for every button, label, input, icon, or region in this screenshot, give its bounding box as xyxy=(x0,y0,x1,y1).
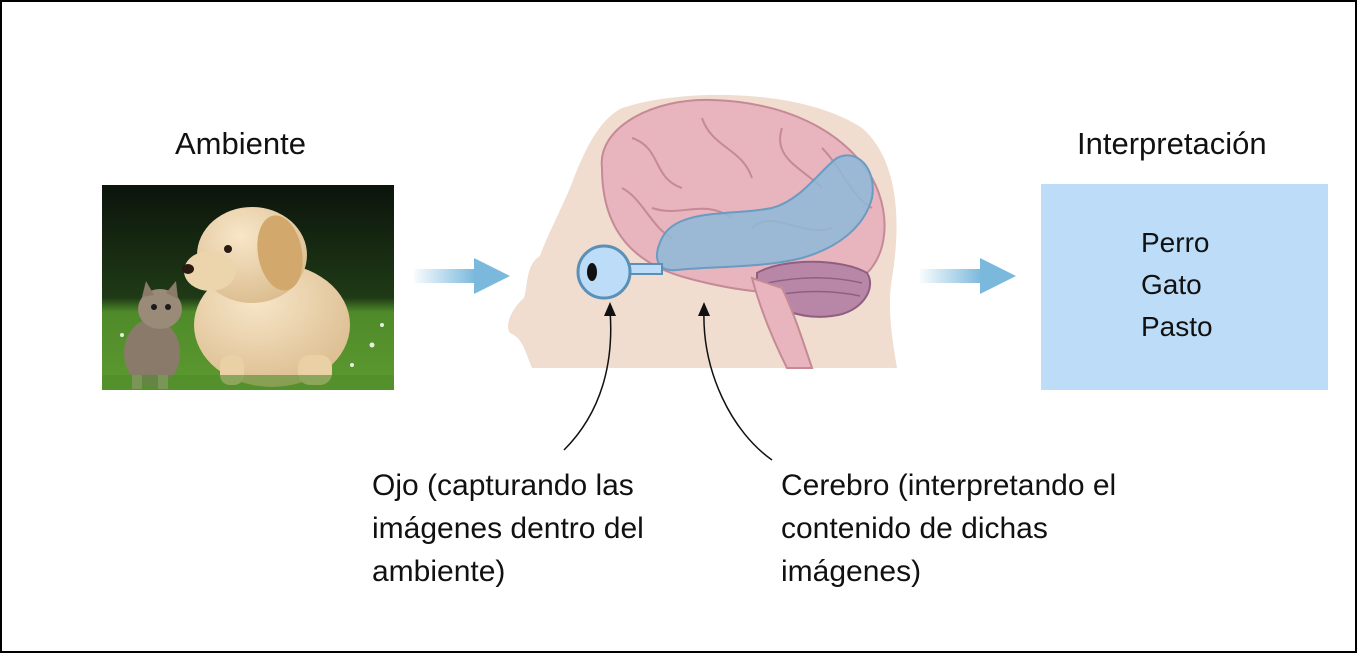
interpretation-title: Interpretación xyxy=(1077,126,1267,161)
flow-arrow-1 xyxy=(414,256,510,301)
arrow-right-icon xyxy=(414,258,510,294)
environment-photo xyxy=(102,185,394,390)
interpretation-box: Perro Gato Pasto xyxy=(1041,184,1328,390)
brain-pointer xyxy=(703,309,773,461)
eye-pointer xyxy=(563,309,612,451)
puppy-figure xyxy=(182,207,350,387)
visual-pathway xyxy=(656,154,874,272)
brainstem xyxy=(750,276,814,369)
interpretation-item: Pasto xyxy=(1141,311,1213,342)
arrow-right-icon xyxy=(920,258,1016,294)
eye-caption: Ojo (capturando las imágenes dentro del … xyxy=(372,469,644,588)
interpretation-item: Perro xyxy=(1141,227,1210,258)
annotation-pointers xyxy=(563,302,773,461)
environment-title: Ambiente xyxy=(175,126,306,161)
brain-caption: Cerebro (interpretando el contenido de d… xyxy=(781,469,1117,588)
flow-arrow-2 xyxy=(920,256,1016,301)
head-diagram xyxy=(502,88,902,378)
eye-icon xyxy=(576,244,663,300)
interpretation-list: Perro Gato Pasto xyxy=(1141,222,1213,348)
interpretation-item: Gato xyxy=(1141,269,1202,300)
